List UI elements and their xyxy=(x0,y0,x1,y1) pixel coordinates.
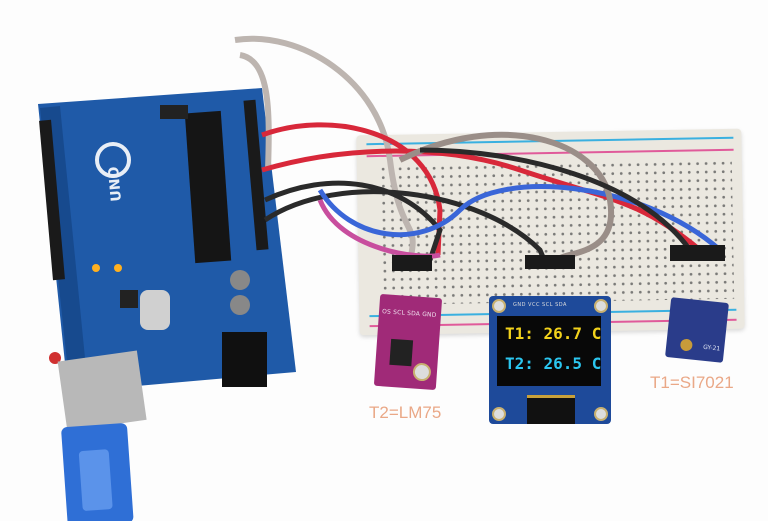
oled-display-module: GND VCC SCL SDA T1: 26.7 C T2: 26.5 C xyxy=(489,296,611,424)
oled-pin-labels: GND VCC SCL SDA xyxy=(513,302,567,308)
arduino-uno-board: UNO xyxy=(38,88,296,392)
mounting-hole xyxy=(594,299,608,313)
svg-text:UNO: UNO xyxy=(106,166,125,202)
oled-screen: T1: 26.7 C T2: 26.5 C xyxy=(497,316,601,386)
si7021-sensor-module: GY-21 xyxy=(665,297,729,363)
mounting-hole xyxy=(412,362,432,382)
sensor-element xyxy=(679,338,693,352)
oled-line-t1: T1: 26.7 C xyxy=(505,324,602,343)
lm75-pin-labels: OS SCL SDA GND VCC xyxy=(381,308,438,319)
oled-flex-cable xyxy=(527,395,575,424)
si7021-marking: GY-21 xyxy=(702,343,721,353)
usb-cable xyxy=(57,350,147,521)
oled-line-t2: T2: 26.5 C xyxy=(505,354,602,373)
mounting-hole xyxy=(492,407,506,421)
label-t1-si7021: T1=SI7021 xyxy=(650,373,734,392)
lm75-sensor-module: OS SCL SDA GND VCC xyxy=(373,293,443,391)
label-t2-lm75: T2=LM75 xyxy=(369,403,442,422)
mounting-hole xyxy=(594,407,608,421)
mounting-hole xyxy=(492,299,506,313)
lm75-chip xyxy=(389,338,414,367)
